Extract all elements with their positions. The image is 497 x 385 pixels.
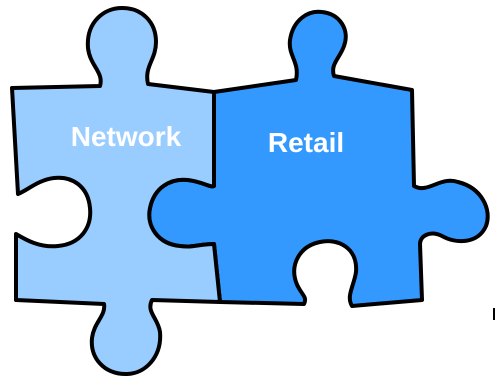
network-label: Network: [71, 121, 182, 152]
puzzle-piece-network: [10, 6, 222, 376]
retail-label: Retail: [268, 127, 344, 158]
network-piece-shape: [10, 6, 222, 376]
